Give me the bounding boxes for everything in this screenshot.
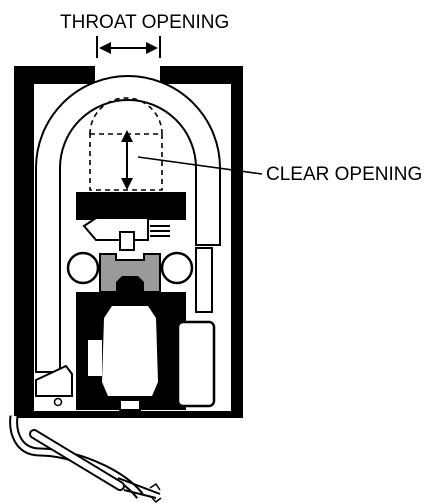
battery-window <box>176 320 216 408</box>
meter-body <box>14 60 243 418</box>
clear-opening-label: CLEAR OPENING <box>266 164 422 185</box>
throat-opening-dimension <box>96 36 161 58</box>
throat-opening-label: THROAT OPENING <box>60 12 229 33</box>
clear-opening-dimension <box>121 130 263 190</box>
test-lead <box>9 415 162 503</box>
